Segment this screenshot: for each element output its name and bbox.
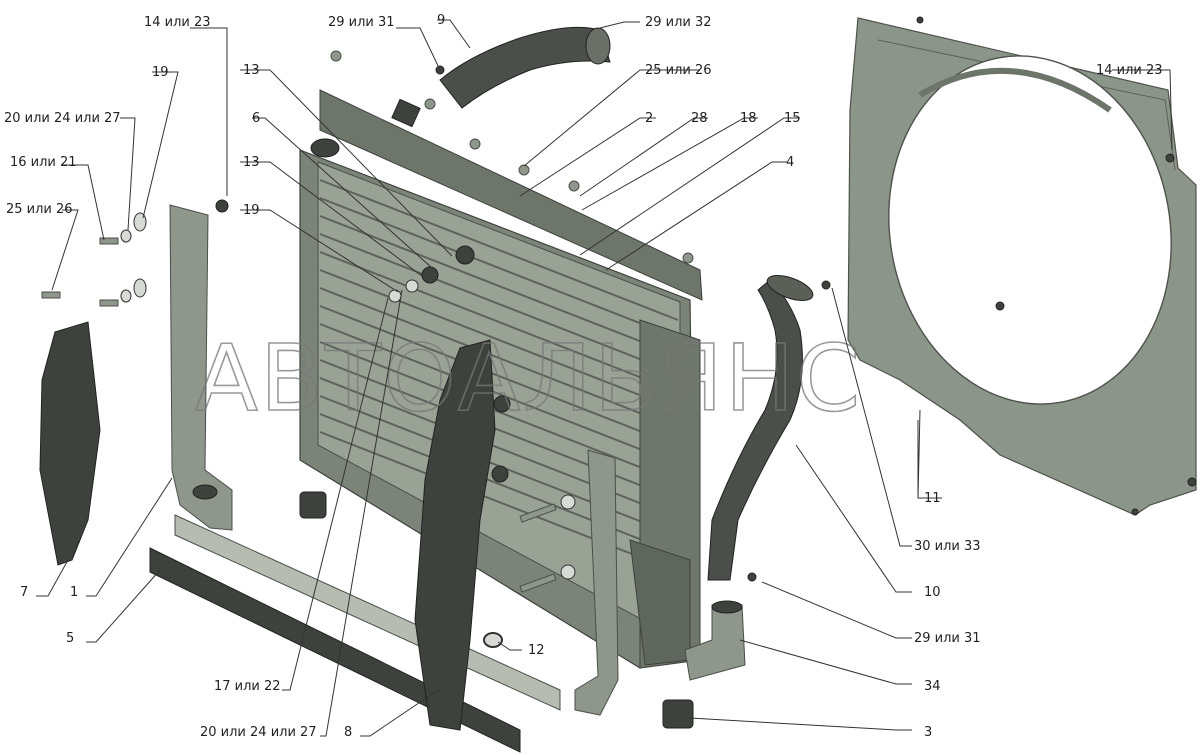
callout-16-or-21: 16 или 21 bbox=[10, 155, 77, 170]
right-bracket bbox=[574, 449, 619, 716]
callout-14-or-23-left: 14 или 23 bbox=[144, 15, 211, 30]
left-bracket bbox=[169, 204, 233, 531]
callout-25-or-26-right: 25 или 26 bbox=[645, 63, 712, 78]
watermark: АВТОАЛЬЯНС bbox=[195, 325, 862, 432]
callout-11: 11 bbox=[924, 491, 941, 506]
callout-29-or-31-bottom: 29 или 31 bbox=[914, 631, 981, 646]
callout-2: 2 bbox=[645, 111, 653, 126]
callout-19-top: 19 bbox=[152, 65, 169, 80]
lower-hose bbox=[707, 279, 803, 581]
rubber-pad-left bbox=[299, 491, 327, 519]
callout-10: 10 bbox=[924, 585, 941, 600]
callout-34: 34 bbox=[924, 679, 941, 694]
callout-17-or-22: 17 или 22 bbox=[214, 679, 281, 694]
callout-1: 1 bbox=[70, 585, 78, 600]
callout-8: 8 bbox=[344, 725, 352, 740]
fan-shroud bbox=[847, 16, 1197, 516]
callout-6: 6 bbox=[252, 111, 260, 126]
center-side-plate bbox=[414, 339, 496, 731]
callout-12: 12 bbox=[528, 643, 545, 658]
outlet-pipe bbox=[684, 604, 746, 681]
rubber-pad-right bbox=[662, 699, 694, 729]
callout-30-or-33: 30 или 33 bbox=[914, 539, 981, 554]
callout-20-or-24-or-27-bottom: 20 или 24 или 27 bbox=[200, 725, 317, 740]
parts-illustration bbox=[39, 16, 1197, 753]
callout-28: 28 bbox=[691, 111, 708, 126]
callout-5: 5 bbox=[66, 631, 74, 646]
callout-labels: 14 или 23 19 20 или 24 или 27 16 или 21 … bbox=[4, 13, 1163, 740]
callout-14-or-23-right: 14 или 23 bbox=[1096, 63, 1163, 78]
callout-3: 3 bbox=[924, 725, 932, 740]
callout-7: 7 bbox=[20, 585, 28, 600]
callout-13-mid: 13 bbox=[243, 155, 260, 170]
leader-lines bbox=[36, 19, 1173, 737]
callout-18: 18 bbox=[740, 111, 757, 126]
callout-29-or-31-top: 29 или 31 bbox=[328, 15, 395, 30]
radiator-fins bbox=[319, 179, 679, 573]
callout-13-top: 13 bbox=[243, 63, 260, 78]
fasteners bbox=[41, 50, 831, 582]
callout-4: 4 bbox=[786, 155, 794, 170]
callout-20-or-24-or-27-left: 20 или 24 или 27 bbox=[4, 111, 121, 126]
callout-9: 9 bbox=[437, 13, 445, 28]
callout-29-or-32: 29 или 32 bbox=[645, 15, 712, 30]
left-side-plate bbox=[39, 321, 101, 566]
callout-19-mid: 19 bbox=[243, 203, 260, 218]
callout-25-or-26-left: 25 или 26 bbox=[6, 202, 73, 217]
washer bbox=[483, 632, 503, 648]
callout-15: 15 bbox=[784, 111, 801, 126]
upper-hose bbox=[439, 26, 611, 109]
